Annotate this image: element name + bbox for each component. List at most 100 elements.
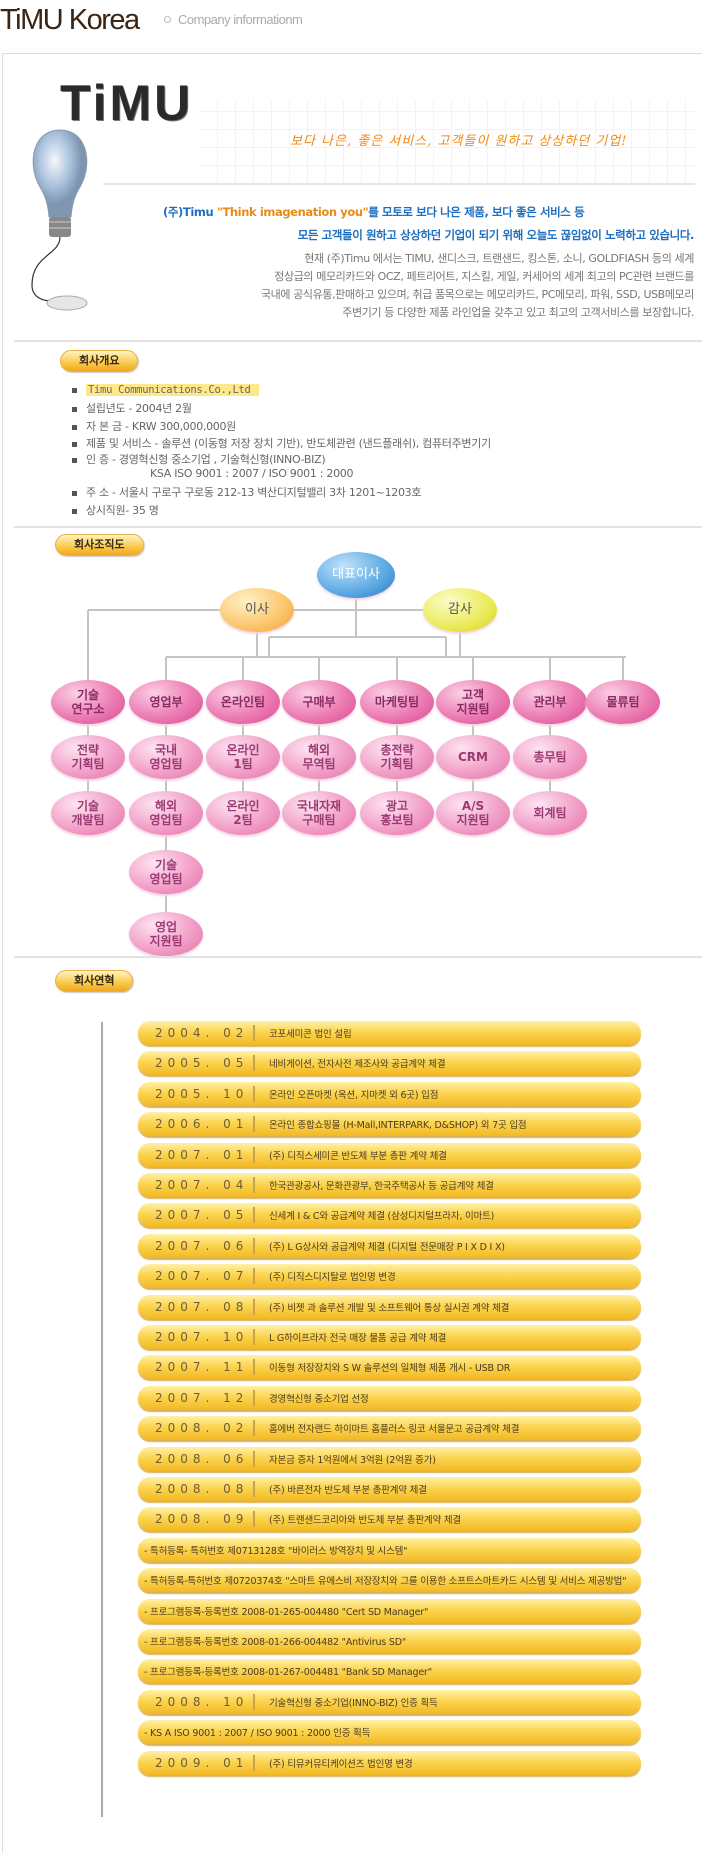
history-text: (주) 바른전자 반도체 부분 총판계약 체결	[269, 1485, 427, 1496]
history-date: 2006. 01	[155, 1117, 249, 1132]
org-node-team: 국내 영업팀	[129, 735, 203, 779]
history-text: - 프로그램등록-등록번호 2008-01-266-004482 "Antivi…	[144, 1637, 406, 1648]
history-text: 이동형 저장장치와 S W 솔루션의 일체형 제품 개시 - USB DR	[269, 1363, 511, 1375]
history-entry: 2005. 05 네비게이션, 전자사전 제조사와 공급계약 체결	[138, 1051, 641, 1076]
org-section-badge: 회사조직도	[55, 534, 144, 556]
separator	[253, 1085, 255, 1102]
banner-tagline: 보다 나은, 좋은 서비스, 고객들이 원하고 상상하던 기업!	[290, 134, 628, 149]
history-date: 2007. 01	[155, 1147, 249, 1162]
separator	[253, 1177, 255, 1193]
banner-grid-background	[200, 100, 695, 183]
history-entry: 2007. 08(주) 비젯 과 솔루션 개발 및 소프트웨어 통상 실시권 계…	[138, 1294, 641, 1319]
history-text: - 프로그램등록-등록번호 2008-01-265-004480 "Cert S…	[144, 1606, 429, 1618]
overview-item: 상시직원- 35 명	[72, 502, 159, 518]
history-text: 네비게이션, 전자사전 제조사와 공급계약 체결	[269, 1059, 446, 1071]
org-node-department: 영업부	[129, 680, 203, 724]
history-text: - KS A ISO 9001 : 2007 / ISO 9001 : 2000…	[144, 1728, 371, 1740]
history-entry: 2006. 01 온라인 종합쇼핑몰 (H-Mall,INTERPARK, D&S…	[138, 1112, 641, 1137]
intro-mission-line: 모든 고객들이 원하고 상상하던 기업이 되기 위해 오늘도 끊임없이 노력하고…	[297, 228, 695, 242]
separator	[253, 1329, 255, 1345]
history-entry: 2009. 01(주) 티뮤커뮤티케이션즈 법인명 변경	[138, 1750, 641, 1775]
org-node-team: 온라인 2팀	[206, 791, 280, 835]
history-text: (주) 티뮤커뮤티케이션즈 법인명 변경	[269, 1758, 413, 1770]
history-text: 신세계 I & C와 공급계약 체결 (삼성디지털프라자, 이마트)	[269, 1211, 495, 1223]
org-node-team: 광고 홍보팀	[360, 791, 434, 835]
org-node-team: 해외 영업팀	[129, 791, 203, 835]
history-text: 자본금 증자 1억원에서 3억원 (2억원 증가)	[269, 1454, 436, 1466]
separator	[253, 1146, 255, 1163]
org-node-team: 총전략 기획팀	[360, 735, 434, 779]
history-date: 2008. 08	[155, 1482, 249, 1496]
history-text: 홈에버 전자랜드 하이마트 홈플러스 링코 서울문고 공급계약 체결	[269, 1424, 520, 1436]
history-date: 2008. 06	[155, 1451, 249, 1466]
overview-item: 인 증 - 경영혁신형 중소기업 , 기술혁신형(INNO-BIZ)	[72, 451, 326, 467]
history-text: (주) 디직스세미콘 반도체 부분 총판 계약 체결	[269, 1150, 447, 1162]
overview-item-continued: KSA ISO 9001 : 2007 / ISO 9001 : 2000	[150, 467, 354, 480]
history-entry: 2007. 06 (주) L G상사와 공급계약 체결 (디지털 전문매장 P I…	[138, 1233, 641, 1258]
org-node-team: A/S 지원팀	[436, 791, 510, 835]
history-date: 2007. 05	[155, 1208, 249, 1223]
banner-divider	[103, 183, 695, 185]
org-node-team: 기술 영업팀	[129, 850, 203, 894]
separator	[253, 1420, 255, 1437]
org-node-auditor: 감사	[423, 588, 497, 632]
history-date: 2007. 11	[155, 1360, 249, 1375]
history-entry: - 프로그램등록-등록번호 2008-01-267-004481 "Bank S…	[138, 1659, 641, 1684]
history-entry: 2008. 06 자본금 증자 1억원에서 3억원 (2억원 증가)	[138, 1446, 641, 1471]
history-date: 2008. 09	[155, 1512, 249, 1527]
history-section-badge: 회사연혁	[55, 970, 134, 992]
history-text: - 프로그램등록-등록번호 2008-01-267-004481 "Bank S…	[144, 1667, 432, 1679]
org-node-department: 고객 지원팀	[436, 680, 510, 724]
content-frame	[2, 53, 702, 1853]
org-node-team: 회계팀	[513, 791, 587, 835]
bullet-circle-icon	[164, 16, 171, 23]
org-node-team: 국내자재 구매팀	[282, 791, 356, 835]
intro-paragraph-line: 국내에 공식유통,판매하고 있으며, 취급 품목으로는 메모리카드, PC메모리…	[260, 288, 694, 301]
history-date: 2005. 05	[155, 1056, 249, 1071]
history-text: 온라인 종합쇼핑몰 (H-Mall,INTERPARK, D&SHOP) 외 7…	[269, 1120, 527, 1132]
page-subtitle: Company informationm	[178, 12, 303, 27]
history-entry: 2008. 02 홈에버 전자랜드 하이마트 홈플러스 링코 서울문고 공급계약 …	[138, 1416, 641, 1441]
section-divider	[14, 340, 702, 342]
separator	[253, 1207, 255, 1224]
overview-section-badge: 회사개요	[60, 350, 139, 372]
org-node-department: 구매부	[282, 680, 356, 724]
history-text: 온라인 오픈마켓 (옥션, 지마켓 외 6곳) 입점	[269, 1089, 439, 1101]
history-date: 2007. 10	[155, 1330, 249, 1344]
intro-paragraph-line: 현재 (주)Timu 에서는 TIMU, 샌디스크, 트랜샌드, 킹스톤, 소니…	[304, 252, 694, 265]
org-node-team: 전략 기획팀	[51, 735, 125, 779]
overview-item: 제품 및 서비스 - 솔루션 (이동형 저장 장치 기반), 반도체관련 (낸드…	[72, 435, 491, 451]
history-date: 2007. 07	[155, 1269, 249, 1284]
history-text: - 특허등록- 특허번호 제0713128호 "바이러스 방역장치 및 시스템"	[144, 1545, 408, 1557]
history-entry: - 프로그램등록-등록번호 2008-01-266-004482 "Antivi…	[138, 1629, 641, 1653]
history-text: (주) L G상사와 공급계약 체결 (디지털 전문매장 P I X D I X…	[269, 1241, 505, 1253]
org-node-department: 물류팀	[586, 680, 660, 724]
separator	[253, 1268, 255, 1285]
history-entry: 2007. 10 L G하이프라자 전국 매장 물품 공급 계약 체결	[138, 1325, 641, 1349]
org-node-team: 온라인 1팀	[206, 735, 280, 779]
org-node-ceo: 대표이사	[317, 552, 395, 598]
org-node-department: 관리부	[513, 680, 587, 724]
overview-item: 자 본 금 - KRW 300,000,000원	[72, 418, 236, 434]
history-entry: 2007. 11 이동형 저장장치와 S W 솔루션의 일체형 제품 개시 - U…	[138, 1355, 641, 1380]
history-date: 2008. 02	[155, 1421, 249, 1436]
history-date: 2007. 04	[155, 1178, 249, 1192]
org-node-department: 온라인팀	[206, 680, 280, 724]
intro-paragraph-line: 주변기기 등 다양한 제품 라인업을 갖추고 있고 최고의 고객서비스를 보장합…	[342, 306, 694, 319]
org-node-department: 기술 연구소	[51, 680, 125, 724]
org-node-team: 총무팀	[513, 735, 587, 779]
site-title: TiMU Korea	[0, 4, 140, 36]
history-text: 한국관광공사, 문화관광부, 한국주택공사 등 공급계약 체결	[269, 1181, 494, 1192]
history-text: L G하이프라자 전국 매장 물품 공급 계약 체결	[269, 1333, 447, 1344]
org-node-department: 마케팅팀	[360, 680, 434, 724]
history-date: 2007. 06	[155, 1238, 249, 1253]
history-text: - 특허등록-특허번호 제0720374호 "스마트 유에스비 저장장치와 그를…	[144, 1576, 627, 1588]
org-node-team: 해외 무역팀	[282, 735, 356, 779]
history-entry: - 프로그램등록-등록번호 2008-01-265-004480 "Cert S…	[138, 1598, 641, 1623]
timeline-axis	[101, 1022, 103, 1817]
separator	[253, 1116, 255, 1133]
history-text: 코포세미콘 법인 설립	[269, 1029, 352, 1040]
separator	[253, 1359, 255, 1376]
